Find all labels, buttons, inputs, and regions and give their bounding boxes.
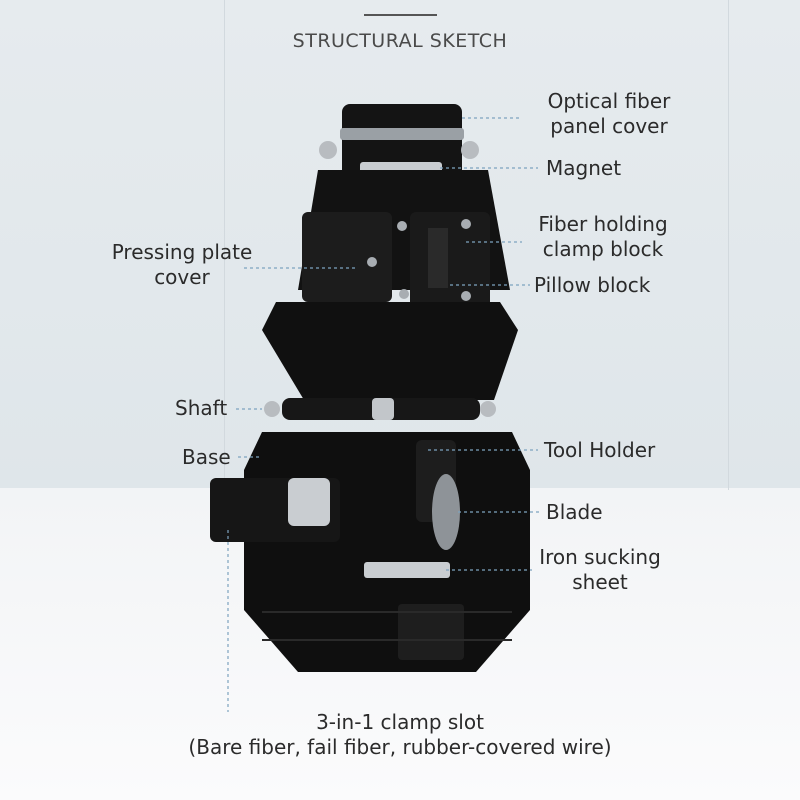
pressing-plate-shape [302, 212, 392, 302]
label-clamp-slot: 3-in-1 clamp slot (Bare fiber, fail fibe… [0, 710, 800, 760]
blade-shape [432, 474, 460, 550]
screw [461, 291, 471, 301]
panel-cover-hinge [340, 128, 464, 140]
label-line: clamp block [542, 237, 664, 261]
screw [399, 289, 409, 299]
shaft-spring [372, 398, 394, 420]
label-optical-fiber-panel-cover: Optical fiber panel cover [524, 89, 694, 139]
label-shaft: Shaft [175, 396, 228, 420]
label-base: Base [182, 445, 231, 469]
label-line: (Bare fiber, fail fiber, rubber-covered … [188, 735, 612, 759]
label-fiber-holding-clamp-block: Fiber holding clamp block [518, 212, 688, 262]
label-tool-holder: Tool Holder [544, 438, 656, 462]
label-magnet: Magnet [546, 156, 622, 180]
label-line: Iron sucking [539, 545, 661, 569]
shaft-end-left [264, 401, 280, 417]
base-door-shape [398, 604, 464, 660]
screw [397, 221, 407, 231]
label-line: Fiber holding [538, 212, 668, 236]
diagram-title: STRUCTURAL SKETCH [292, 30, 508, 52]
label-blade: Blade [546, 500, 603, 524]
label-line: Optical fiber [547, 89, 671, 113]
title-bar [364, 14, 437, 16]
screw [461, 219, 471, 229]
screw [367, 257, 377, 267]
label-line: 3-in-1 clamp slot [316, 710, 484, 734]
label-line: cover [154, 265, 210, 289]
background-frame-line [728, 0, 729, 490]
clamp-slot-latch [288, 478, 330, 526]
background-frame-line [224, 0, 225, 490]
label-pillow-block: Pillow block [534, 273, 651, 297]
label-line: Pressing plate [111, 240, 253, 264]
pillow-block-shape [428, 228, 448, 288]
hinge-screw-right [461, 141, 479, 159]
hood-shape [262, 302, 518, 400]
hinge-screw-left [319, 141, 337, 159]
shaft-end-right [480, 401, 496, 417]
label-pressing-plate-cover: Pressing plate cover [100, 240, 264, 290]
label-line: panel cover [550, 114, 668, 138]
label-iron-sucking-sheet: Iron sucking sheet [530, 545, 670, 595]
iron-sucking-sheet-shape [364, 562, 450, 578]
label-line: sheet [572, 570, 628, 594]
